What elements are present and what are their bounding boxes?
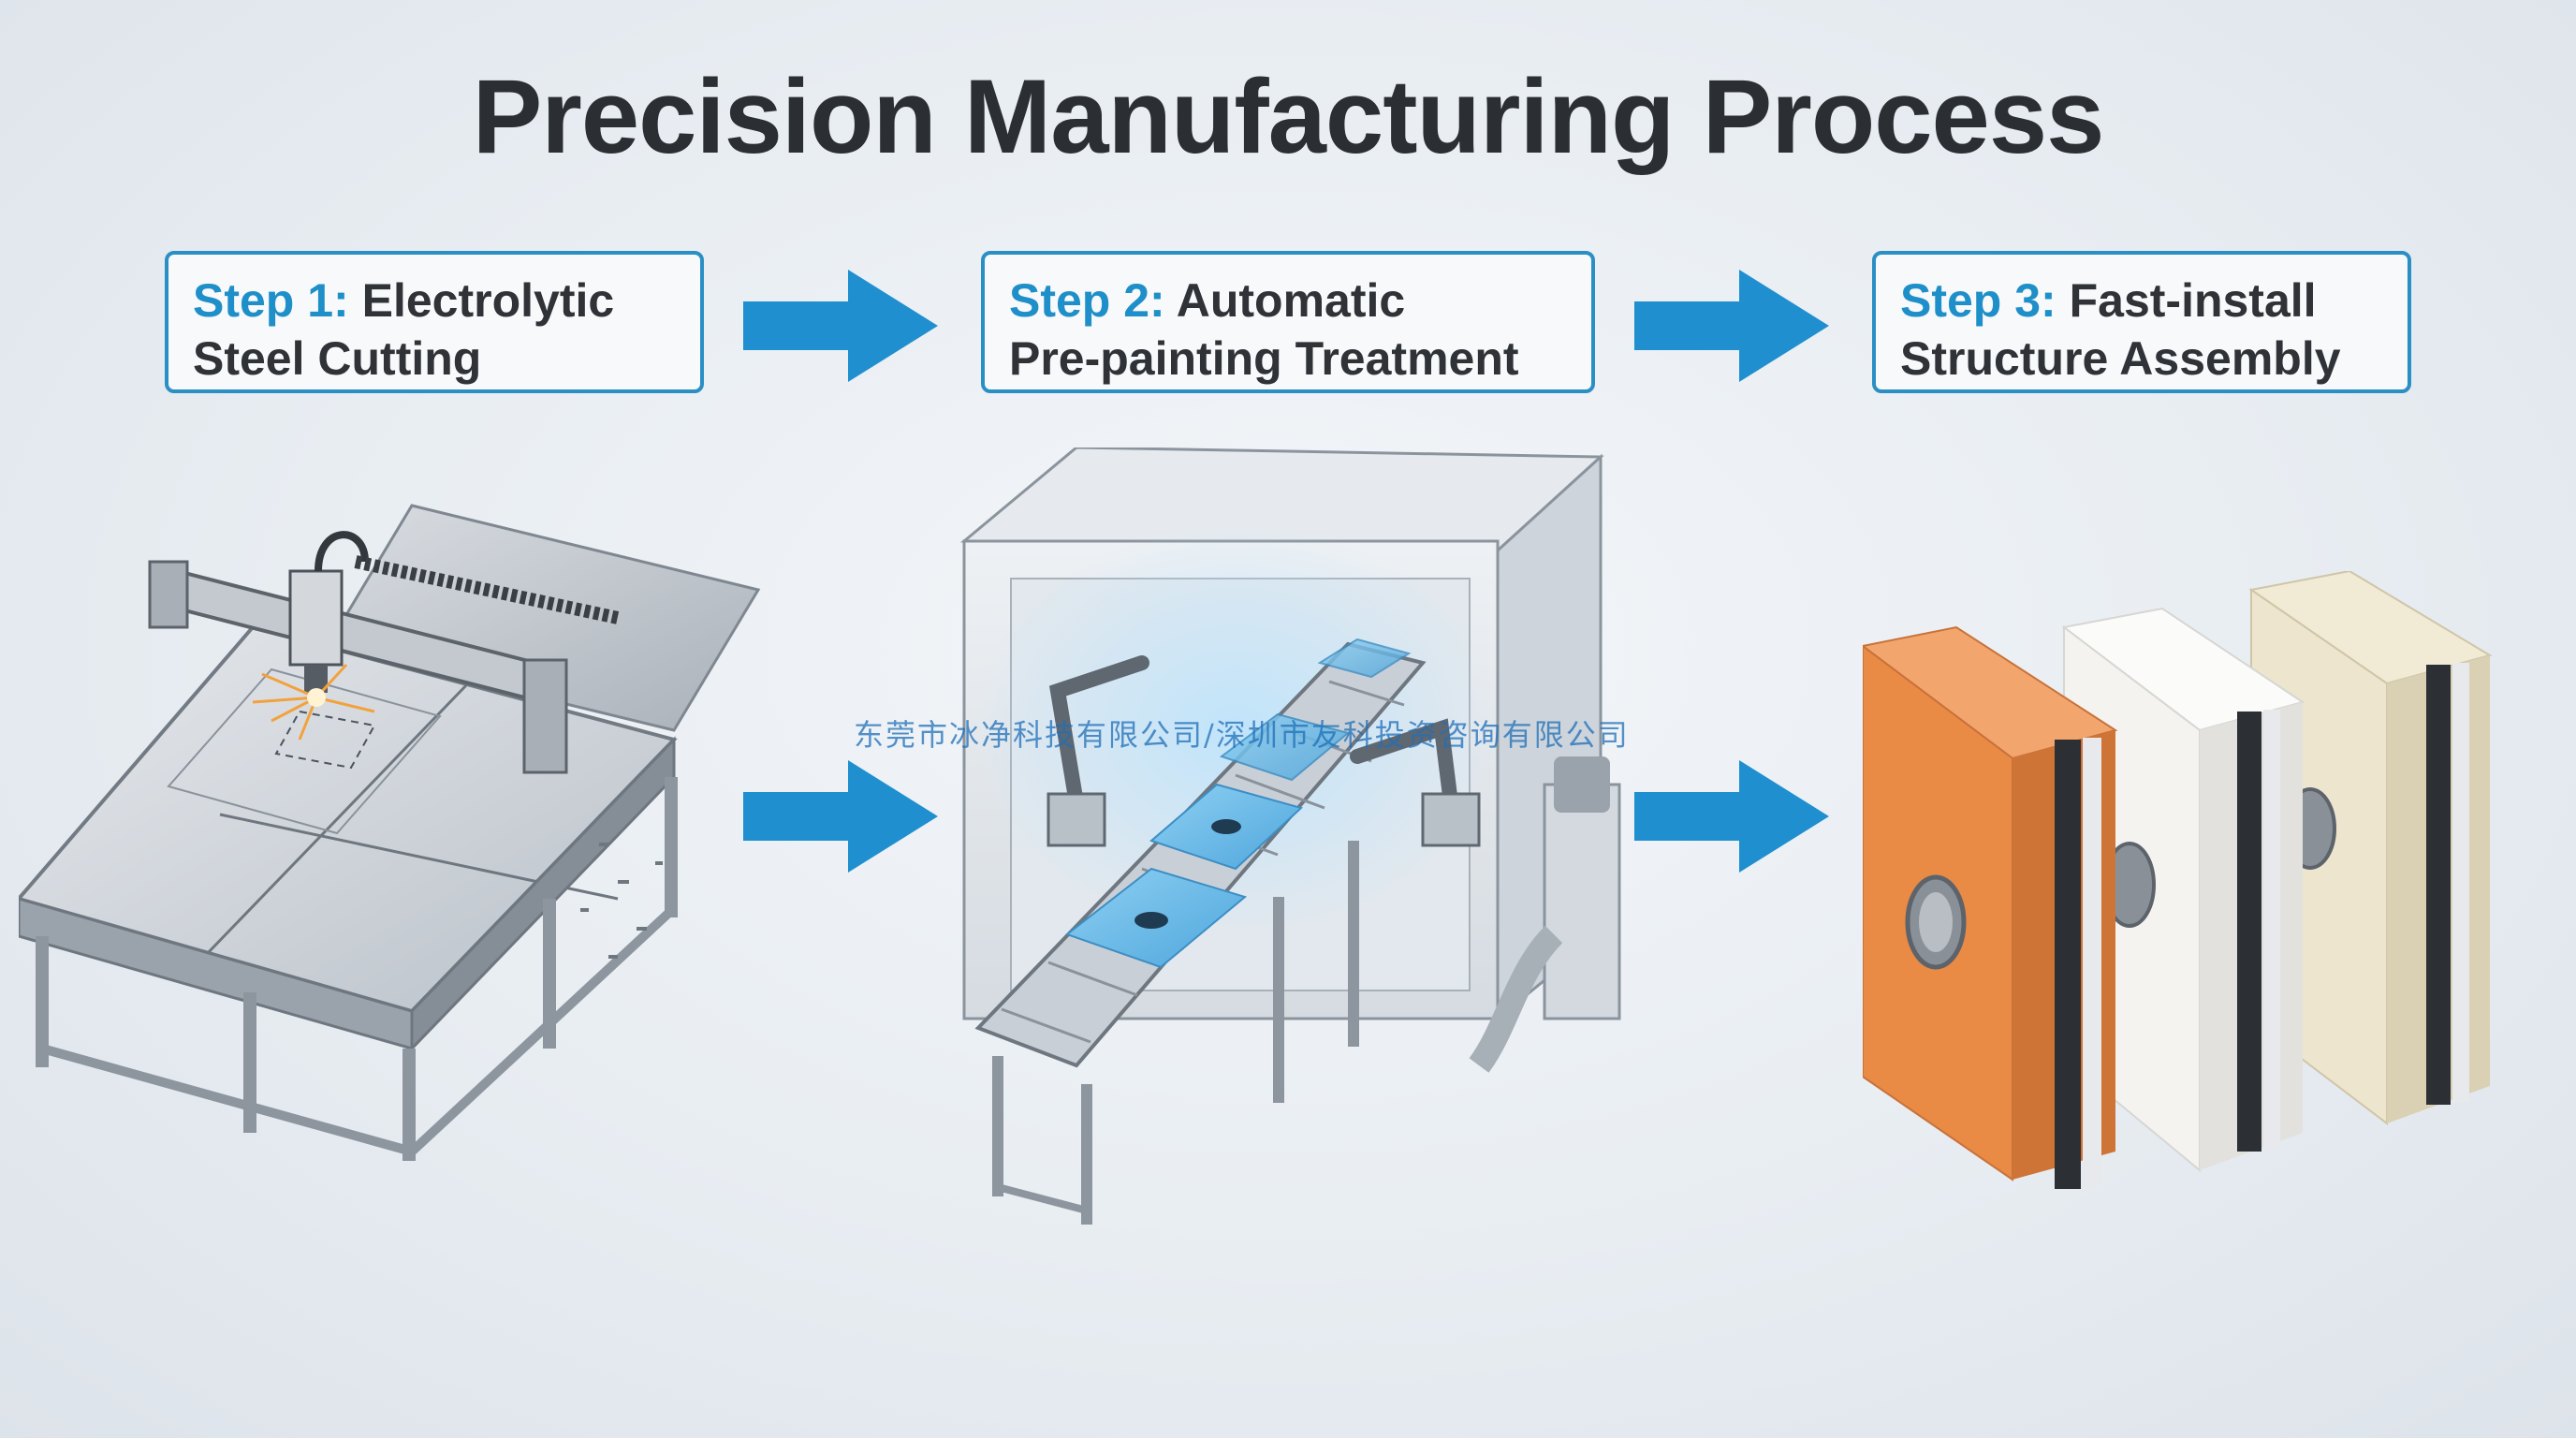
laser-cutting-machine-icon: [19, 504, 761, 1161]
arrow-right-icon: [1634, 270, 1829, 382]
step-2-label-line2: Pre-painting Treatment: [1009, 332, 1519, 385]
step-3-box: Step 3: Fast-install Structure Assembly: [1872, 251, 2411, 393]
arrow-right-icon: [743, 270, 938, 382]
step-1-label-line1: Electrolytic: [361, 274, 615, 327]
sandwich-panels-icon: [1863, 571, 2493, 1189]
step-2-label-line1: Automatic: [1176, 274, 1406, 327]
step-3-number: Step 3:: [1900, 274, 2056, 327]
page-title: Precision Manufacturing Process: [472, 58, 2105, 175]
step-2-box: Step 2: Automatic Pre-painting Treatment: [981, 251, 1595, 393]
step-2-number: Step 2:: [1009, 274, 1165, 327]
arrow-right-icon: [1634, 760, 1829, 873]
arrow-right-icon: [743, 760, 938, 873]
step-3-label-line1: Fast-install: [2069, 274, 2317, 327]
watermark-text: 东莞市冰净科技有限公司/深圳市友科投资咨询有限公司: [854, 717, 1630, 753]
step-1-box: Step 1: Electrolytic Steel Cutting: [165, 251, 704, 393]
step-1-label-line2: Steel Cutting: [193, 332, 482, 385]
painting-booth-icon: [959, 448, 1621, 1225]
step-3-label-line2: Structure Assembly: [1900, 332, 2341, 385]
step-1-number: Step 1:: [193, 274, 349, 327]
